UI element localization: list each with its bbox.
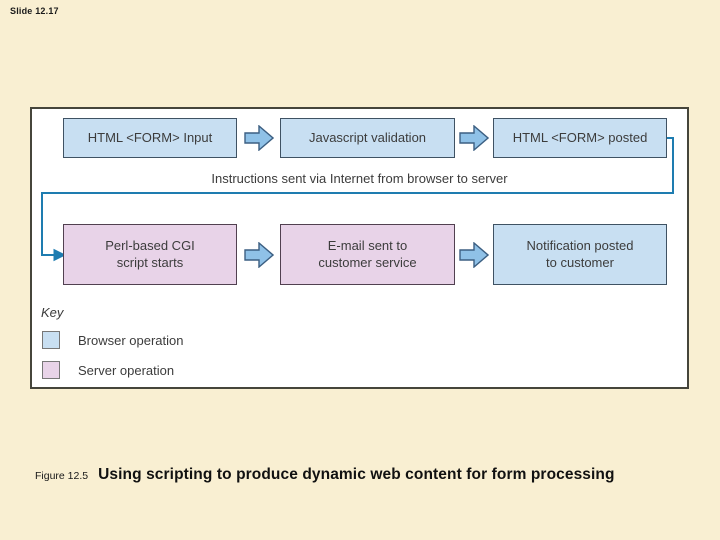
flow-box-perl-cgi-script: Perl-based CGI script starts bbox=[63, 224, 237, 285]
flow-box-label-line1: Notification posted bbox=[526, 237, 634, 253]
flow-box-label: Javascript validation bbox=[308, 129, 427, 145]
arrow-right-icon bbox=[244, 242, 274, 268]
flow-box-label: HTML <FORM> Input bbox=[87, 129, 213, 145]
flow-box-javascript-validation: Javascript validation bbox=[280, 118, 455, 158]
figure-caption: Figure 12.5 Using scripting to produce d… bbox=[35, 466, 615, 484]
figure-caption-text: Using scripting to produce dynamic web c… bbox=[98, 466, 615, 483]
browser-color-swatch bbox=[42, 331, 60, 349]
arrow-right-icon bbox=[459, 125, 489, 151]
flow-box-label-line2: customer service bbox=[318, 254, 417, 270]
legend-label: Browser operation bbox=[78, 332, 184, 348]
flow-box-html-form-input: HTML <FORM> Input bbox=[63, 118, 237, 158]
flow-box-email-customer-service: E-mail sent to customer service bbox=[280, 224, 455, 285]
flow-box-notification-posted: Notification posted to customer bbox=[493, 224, 667, 285]
legend-label: Server operation bbox=[78, 362, 175, 378]
slide-number: Slide 12.17 bbox=[10, 6, 59, 16]
legend-item-server: Server operation bbox=[42, 361, 174, 379]
figure-number: Figure 12.5 bbox=[35, 470, 89, 482]
arrow-right-icon bbox=[244, 125, 274, 151]
flow-box-html-form-posted: HTML <FORM> posted bbox=[493, 118, 667, 158]
arrow-right-icon bbox=[459, 242, 489, 268]
flow-box-label: HTML <FORM> posted bbox=[512, 129, 648, 145]
diagram-panel: HTML <FORM> Input Javascript validation … bbox=[30, 107, 689, 389]
flow-box-label-line2: to customer bbox=[546, 254, 614, 270]
legend-item-browser: Browser operation bbox=[42, 331, 184, 349]
flow-box-label-line1: Perl-based CGI bbox=[105, 237, 195, 253]
flow-box-label-line2: script starts bbox=[116, 254, 184, 270]
legend-title: Key bbox=[41, 305, 64, 320]
flow-box-label-line1: E-mail sent to bbox=[327, 237, 408, 253]
server-color-swatch bbox=[42, 361, 60, 379]
connector-label: Instructions sent via Internet from brow… bbox=[211, 171, 508, 186]
